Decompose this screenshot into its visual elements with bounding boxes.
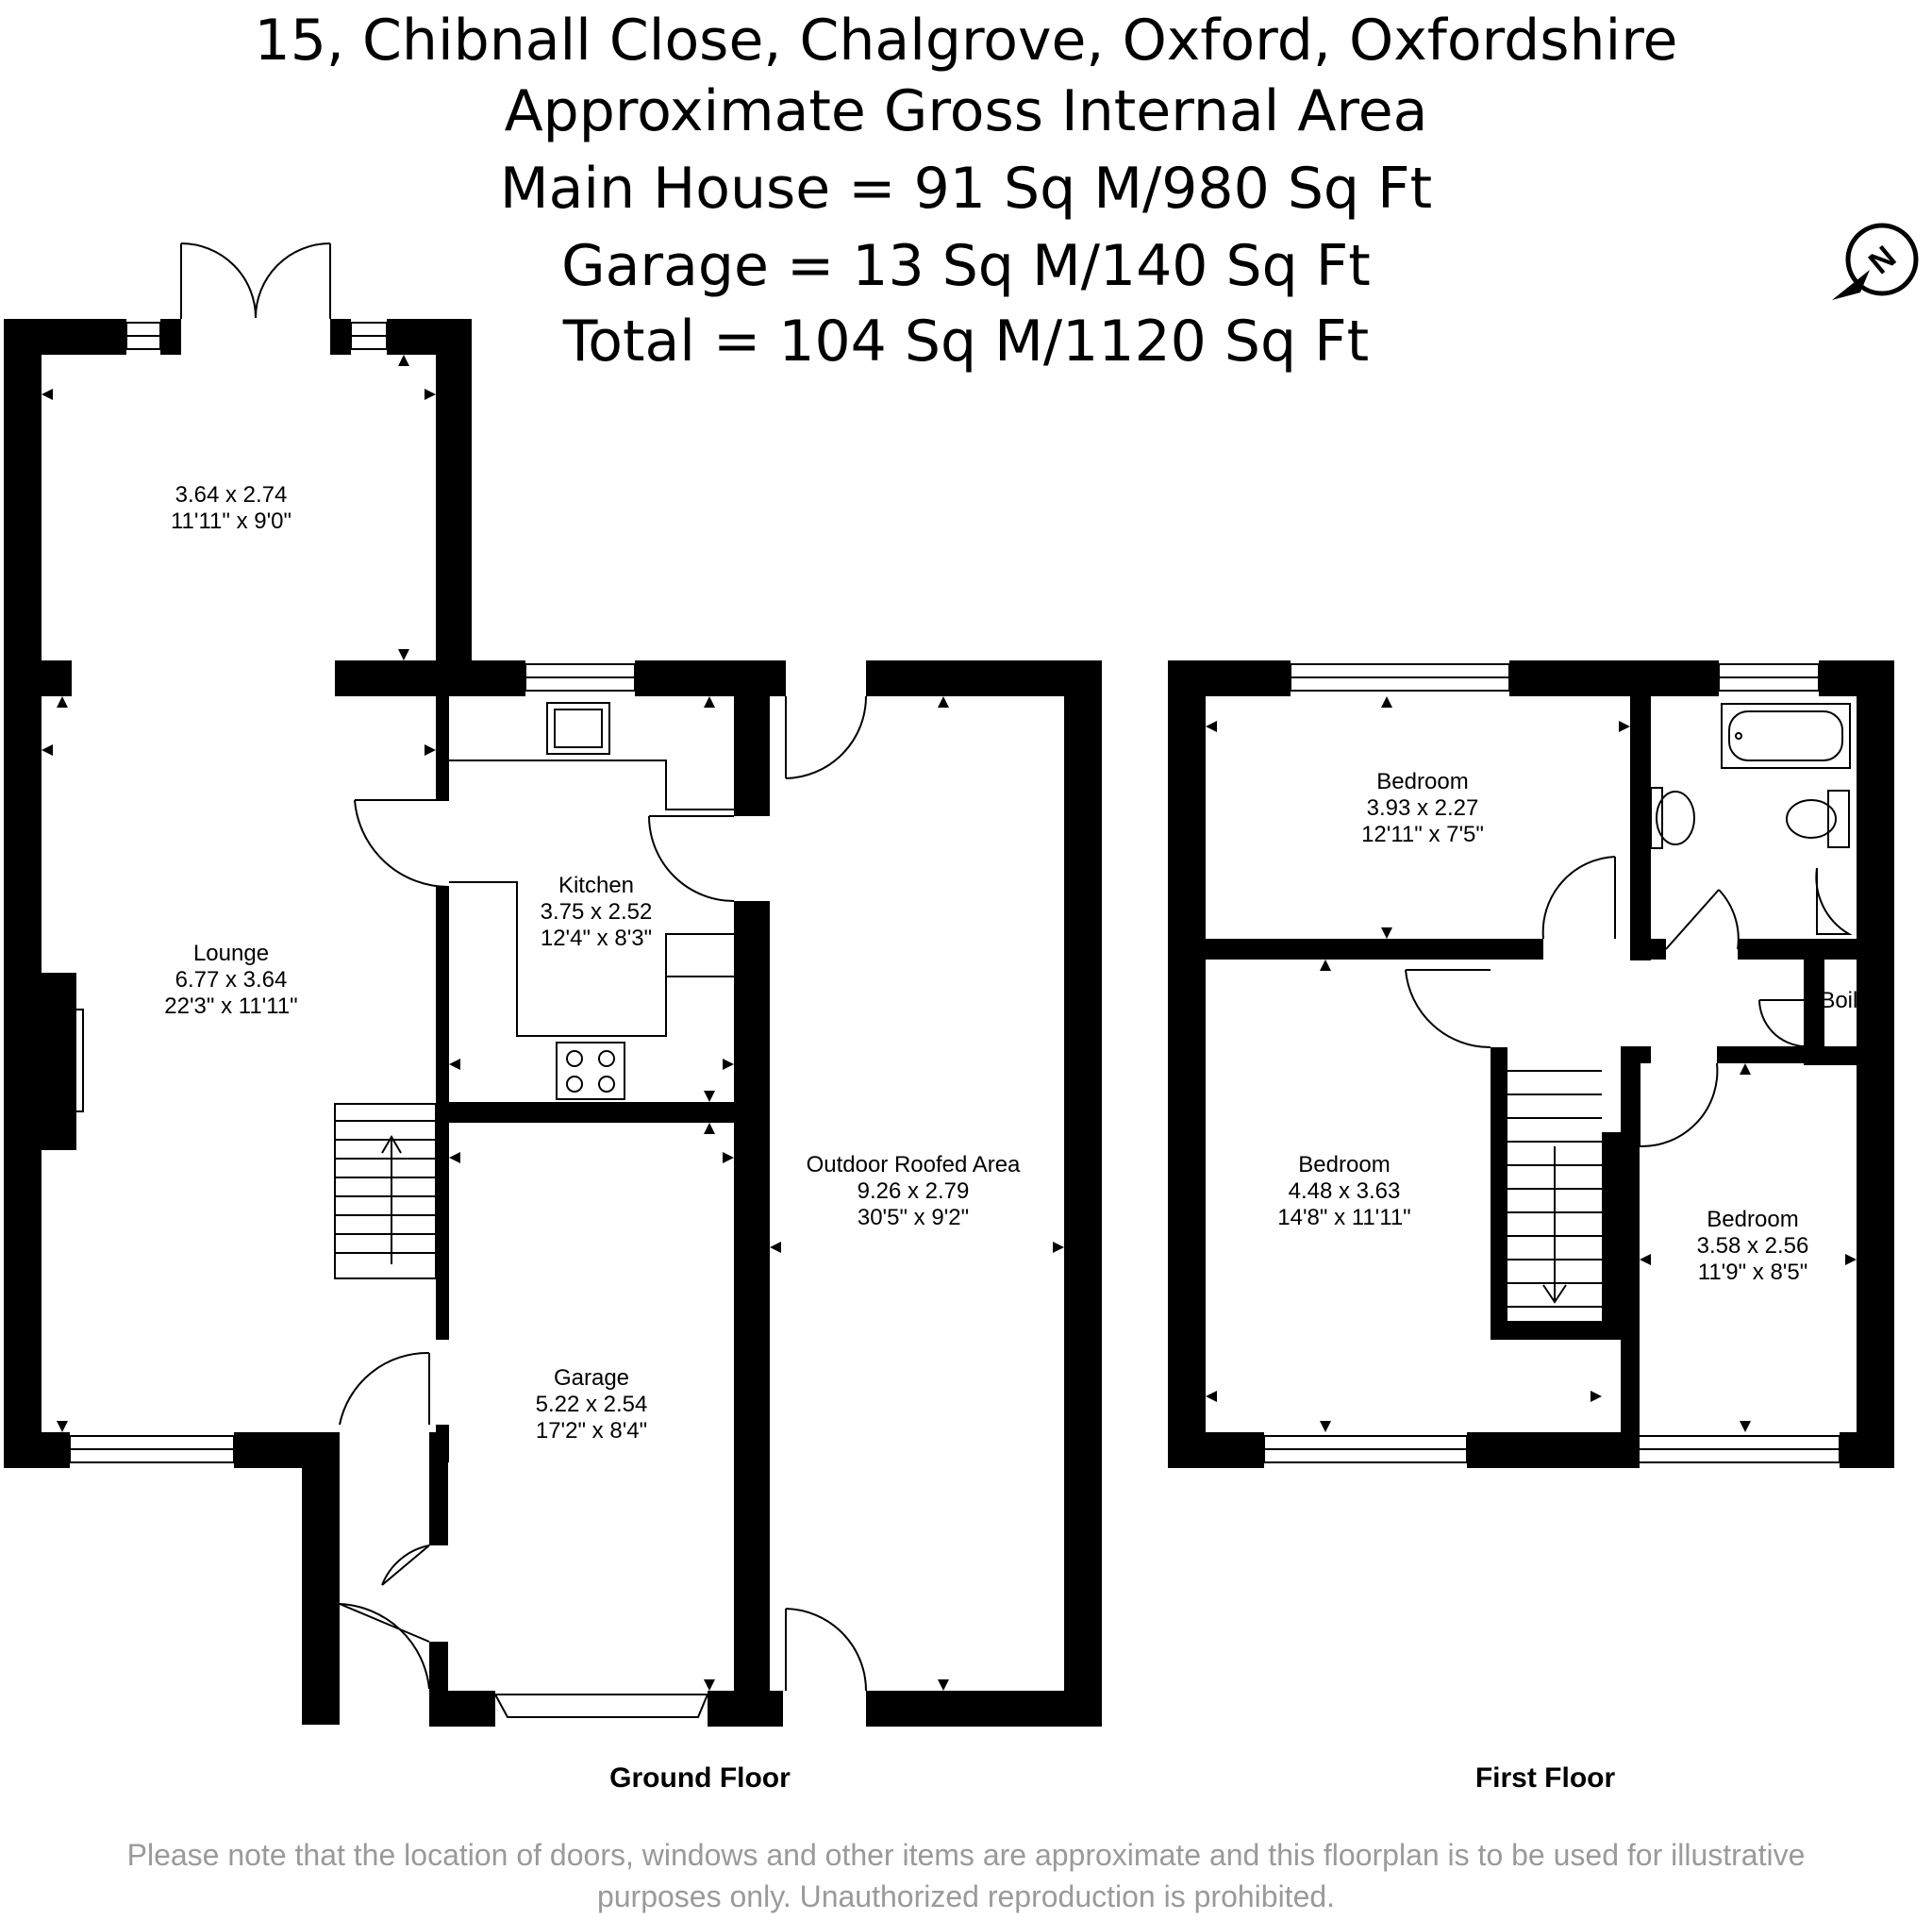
bedroom-main-name: Bedroom — [1298, 1152, 1390, 1177]
conservatory-metric: 3.64 x 2.74 — [175, 482, 288, 508]
garage-area: Garage = 13 Sq M/140 Sq Ft — [561, 233, 1371, 299]
kitchen-imperial: 12'4" x 8'3" — [541, 926, 652, 951]
first-floor-label: First Floor — [1475, 1762, 1616, 1794]
dimension-markers-first — [1206, 696, 1857, 1432]
boiler-name: Boiler — [1820, 988, 1877, 1013]
room-outdoor-roofed-area: Outdoor Roofed Area 9.26 x 2.79 30'5" x … — [807, 1152, 1021, 1230]
lounge-name: Lounge — [193, 941, 269, 966]
ground-floor-doors — [180, 242, 867, 1692]
room-garage: Garage 5.22 x 2.54 17'2" x 8'4" — [536, 1365, 648, 1444]
disclaimer-notice: Please note that the location of doors, … — [0, 1834, 1932, 1917]
disclaimer-line-1: Please note that the location of doors, … — [126, 1838, 1806, 1872]
bedroom-small-imperial: 11'9" x 8'5" — [1698, 1260, 1808, 1285]
address-title: 15, Chibnall Close, Chalgrove, Oxford, O… — [254, 8, 1678, 74]
disclaimer-line-2: purposes only. Unauthorized reproduction… — [596, 1879, 1336, 1913]
bedroom-front-name: Bedroom — [1376, 769, 1468, 794]
outdoor-name: Outdoor Roofed Area — [807, 1152, 1021, 1177]
bedroom-front-imperial: 12'11" x 7'5" — [1361, 822, 1484, 847]
first-floor-walls — [1168, 660, 1894, 1468]
garage-name: Garage — [554, 1365, 629, 1391]
bedroom-small-metric: 3.58 x 2.56 — [1697, 1233, 1809, 1259]
outdoor-metric: 9.26 x 2.79 — [858, 1178, 970, 1204]
lounge-imperial: 22'3" x 11'11" — [164, 993, 297, 1019]
ground-floor-fixtures — [41, 702, 734, 1279]
first-floor-fixtures — [1507, 703, 1853, 1308]
first-floor-windows — [1263, 663, 1840, 1463]
garage-imperial: 17'2" x 8'4" — [536, 1418, 647, 1444]
room-bedroom-main: Bedroom 4.48 x 3.63 14'8" x 11'11" — [1277, 1152, 1410, 1230]
ground-floor-label: Ground Floor — [609, 1762, 791, 1794]
room-boiler: Boiler — [1820, 988, 1877, 1013]
kitchen-name: Kitchen — [558, 873, 634, 898]
north-compass-icon: N — [1832, 223, 1919, 300]
total-area: Total = 104 Sq M/1120 Sq Ft — [562, 309, 1370, 375]
bedroom-front-metric: 3.93 x 2.27 — [1367, 795, 1479, 821]
conservatory-imperial: 11'11" x 9'0" — [171, 509, 291, 534]
ground-floor-walls — [4, 319, 1102, 1727]
room-conservatory: 3.64 x 2.74 11'11" x 9'0" — [171, 482, 291, 534]
lounge-metric: 6.77 x 3.64 — [175, 967, 288, 993]
outdoor-imperial: 30'5" x 9'2" — [858, 1205, 969, 1230]
bedroom-small-name: Bedroom — [1707, 1207, 1798, 1232]
room-bedroom-front: Bedroom 3.93 x 2.27 12'11" x 7'5" — [1361, 769, 1484, 847]
kitchen-metric: 3.75 x 2.52 — [541, 899, 653, 925]
area-subtitle: Approximate Gross Internal Area — [504, 78, 1428, 144]
bedroom-main-metric: 4.48 x 3.63 — [1289, 1178, 1401, 1204]
first-floor-doors — [1405, 856, 1805, 1148]
compass-north-label: N — [1862, 239, 1903, 281]
main-house-area: Main House = 91 Sq M/980 Sq Ft — [499, 156, 1433, 222]
room-lounge: Lounge 6.77 x 3.64 22'3" x 11'11" — [164, 941, 297, 1019]
room-kitchen: Kitchen 3.75 x 2.52 12'4" x 8'3" — [541, 873, 653, 951]
ground-floor-windows — [69, 322, 709, 1718]
garage-metric: 5.22 x 2.54 — [536, 1392, 648, 1417]
room-bedroom-small: Bedroom 3.58 x 2.56 11'9" x 8'5" — [1697, 1207, 1809, 1285]
bedroom-main-imperial: 14'8" x 11'11" — [1277, 1205, 1410, 1230]
dimension-markers-ground — [42, 355, 1064, 1691]
